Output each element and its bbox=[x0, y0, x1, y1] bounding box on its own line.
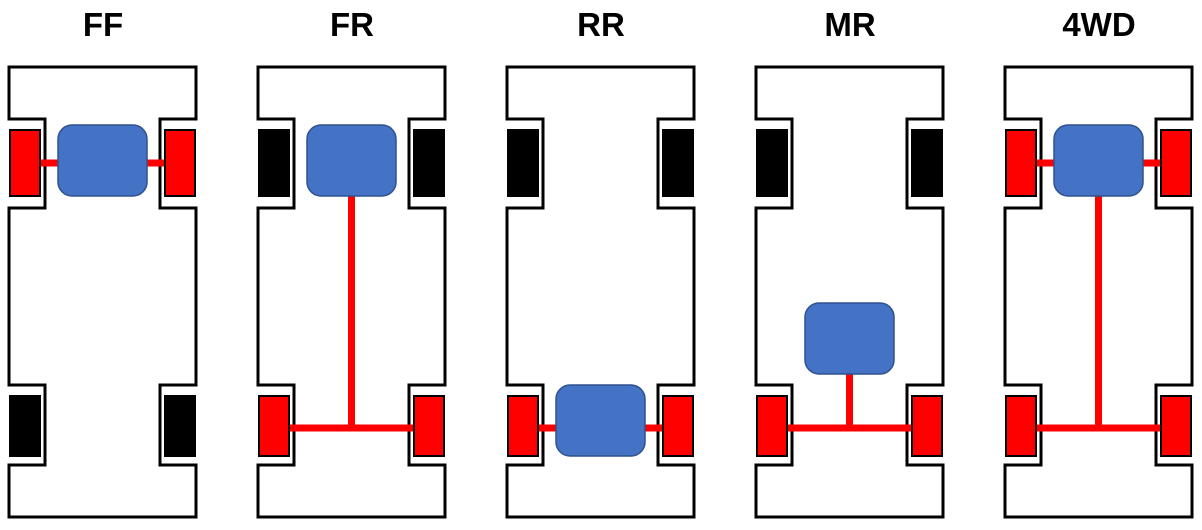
chassis-outline bbox=[754, 65, 945, 519]
rear-left-wheel bbox=[507, 395, 539, 457]
front-right-wheel bbox=[413, 129, 445, 197]
engine-block bbox=[306, 124, 397, 197]
engine-block bbox=[1053, 124, 1144, 197]
rear-right-wheel bbox=[164, 395, 196, 457]
car-ff bbox=[7, 65, 198, 519]
rear-left-wheel bbox=[258, 395, 290, 457]
front-left-wheel bbox=[9, 129, 41, 197]
front-left-wheel bbox=[507, 129, 539, 197]
layout-title-mr: MR bbox=[824, 6, 876, 43]
front-left-wheel bbox=[756, 129, 788, 197]
front-right-wheel bbox=[662, 129, 694, 197]
car-fr bbox=[256, 65, 447, 519]
rear-left-wheel bbox=[9, 395, 41, 457]
front-left-wheel bbox=[1005, 129, 1037, 197]
front-right-wheel bbox=[1160, 129, 1192, 197]
rear-right-wheel bbox=[662, 395, 694, 457]
engine-block bbox=[57, 124, 148, 197]
front-right-wheel bbox=[164, 129, 196, 197]
front-left-wheel bbox=[258, 129, 290, 197]
rear-left-wheel bbox=[756, 395, 788, 457]
chassis-outline bbox=[7, 65, 198, 519]
layout-title-ff: FF bbox=[82, 6, 124, 43]
chassis-outline bbox=[505, 65, 696, 519]
car-rr bbox=[505, 65, 696, 519]
rear-left-wheel bbox=[1005, 395, 1037, 457]
layout-title-rr: RR bbox=[577, 6, 625, 43]
rear-right-wheel bbox=[1160, 395, 1192, 457]
car-4wd bbox=[1003, 65, 1194, 519]
rear-right-wheel bbox=[413, 395, 445, 457]
layout-title-fr: FR bbox=[330, 6, 374, 43]
layout-titles: FF FR RR MR 4WD bbox=[0, 0, 1202, 60]
layout-title-4wd: 4WD bbox=[1062, 6, 1136, 43]
front-right-wheel bbox=[911, 129, 943, 197]
rear-right-wheel bbox=[911, 395, 943, 457]
engine-block bbox=[804, 302, 895, 375]
car-mr bbox=[754, 65, 945, 519]
engine-block bbox=[555, 384, 646, 457]
